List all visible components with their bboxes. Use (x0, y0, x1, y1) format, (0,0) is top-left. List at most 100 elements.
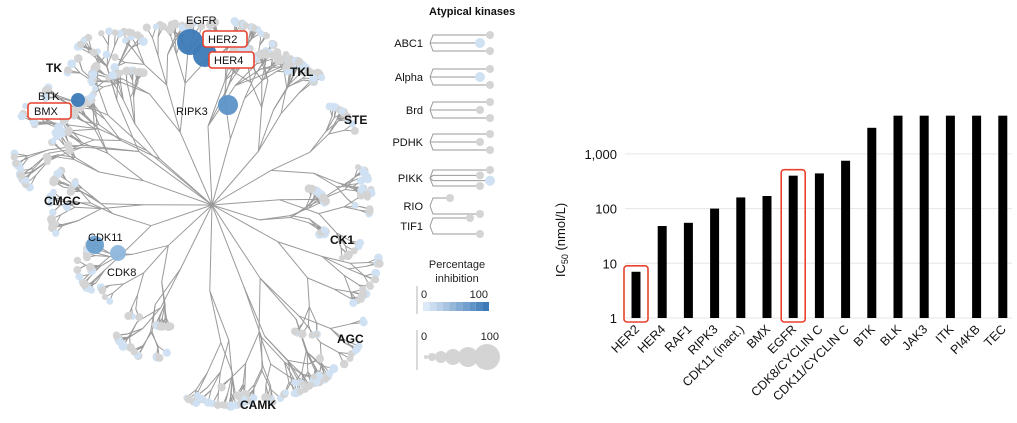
tree-leaf (203, 398, 213, 407)
tree-branch (122, 99, 136, 125)
tree-leaf (365, 281, 373, 289)
tree-branch (136, 46, 145, 65)
tree-branch (322, 255, 351, 264)
tree-branch (219, 340, 230, 373)
tree-leaf (12, 159, 20, 167)
bar (998, 115, 1008, 318)
tree-branch (78, 139, 95, 147)
tree-leaf (22, 103, 29, 110)
tree-branch (224, 70, 228, 97)
tree-leaf (358, 290, 367, 298)
tree-branch (287, 71, 296, 88)
tree-branch (307, 277, 335, 290)
tree-leaf (283, 68, 291, 76)
tree-highlight-node (71, 93, 85, 107)
bar (736, 197, 746, 318)
y-tick-label: 1 (610, 311, 617, 326)
bar (657, 226, 667, 318)
tree-leaf (52, 229, 60, 237)
tree-branch (338, 182, 354, 190)
tree-branch (206, 371, 221, 388)
tree-leaf (126, 28, 133, 36)
tree-branch (133, 80, 137, 98)
tree-branch (122, 225, 152, 254)
tree-branch (259, 215, 291, 221)
tree-leaf (152, 23, 160, 30)
tree-branch (261, 337, 285, 363)
bar (631, 271, 641, 318)
tree-leaf (75, 54, 83, 62)
tree-branch (328, 119, 338, 135)
tree-branch (114, 85, 124, 100)
tree-branch (101, 204, 144, 210)
tree-leaf (17, 112, 26, 121)
tree-branch (318, 213, 337, 234)
tree-branch (94, 105, 106, 120)
tree-branch (142, 307, 161, 329)
tree-branch (280, 92, 300, 114)
tree-leaf (10, 153, 18, 161)
tree-branch (143, 180, 213, 206)
bar (972, 115, 982, 318)
tree-branch (236, 73, 252, 83)
bar (683, 222, 693, 318)
tree-leaf (213, 401, 222, 409)
tree-leaf (350, 247, 358, 255)
tree-branch (228, 340, 233, 374)
tree-leaf (124, 67, 132, 75)
tree-branch (298, 315, 331, 329)
tree-leaf (338, 107, 346, 115)
tree-leaf (350, 126, 359, 135)
tree-branch (96, 84, 109, 116)
bar (814, 173, 824, 318)
tree-branch (117, 83, 124, 100)
tree-branch (211, 138, 231, 206)
tree-leaf (263, 32, 271, 40)
tree-branch (92, 109, 100, 125)
tree-leaf (101, 293, 109, 301)
tree-leaf (307, 68, 314, 75)
tree-leaf (48, 219, 57, 227)
tree-leaf (370, 276, 378, 284)
tree-branch (261, 63, 266, 81)
tree-branch (28, 149, 49, 159)
tree-branch (211, 199, 280, 206)
tree-branch (325, 116, 333, 132)
tree-branch (211, 169, 272, 206)
tree-leaf (67, 59, 77, 68)
tree-leaf (43, 158, 51, 166)
tree-leaf (70, 111, 78, 119)
tree-leaf (192, 399, 200, 408)
tree-branch (131, 294, 138, 309)
tree-branch (133, 97, 136, 124)
tree-branch (149, 93, 181, 133)
tree-leaf (119, 341, 128, 350)
tree-branch (62, 220, 79, 226)
tree-branch (120, 140, 161, 160)
tree-leaf (47, 200, 54, 207)
tree-leaf (86, 262, 95, 272)
tree-leaf (297, 329, 307, 339)
tree-branch (313, 172, 339, 184)
tree-branch (180, 204, 213, 269)
tree-leaf (356, 238, 365, 247)
tree-branch (334, 288, 353, 293)
tree-branch (259, 277, 300, 317)
tree-leaf (98, 30, 105, 37)
tree-leaf (105, 27, 113, 35)
tree-leaf (296, 388, 304, 396)
highlight-box (623, 264, 649, 323)
tree-branch (330, 323, 351, 330)
tree-leaf (184, 394, 193, 404)
tree-leaf (304, 184, 314, 193)
tree-leaf (110, 63, 120, 72)
tree-leaf (17, 171, 26, 180)
tree-leaf (320, 195, 328, 203)
tree-branch (290, 215, 310, 220)
tree-branch (321, 256, 349, 270)
tree-branch (82, 120, 100, 126)
tree-leaf (242, 22, 249, 29)
tree-branch (343, 206, 360, 211)
tree-branch (242, 363, 247, 385)
